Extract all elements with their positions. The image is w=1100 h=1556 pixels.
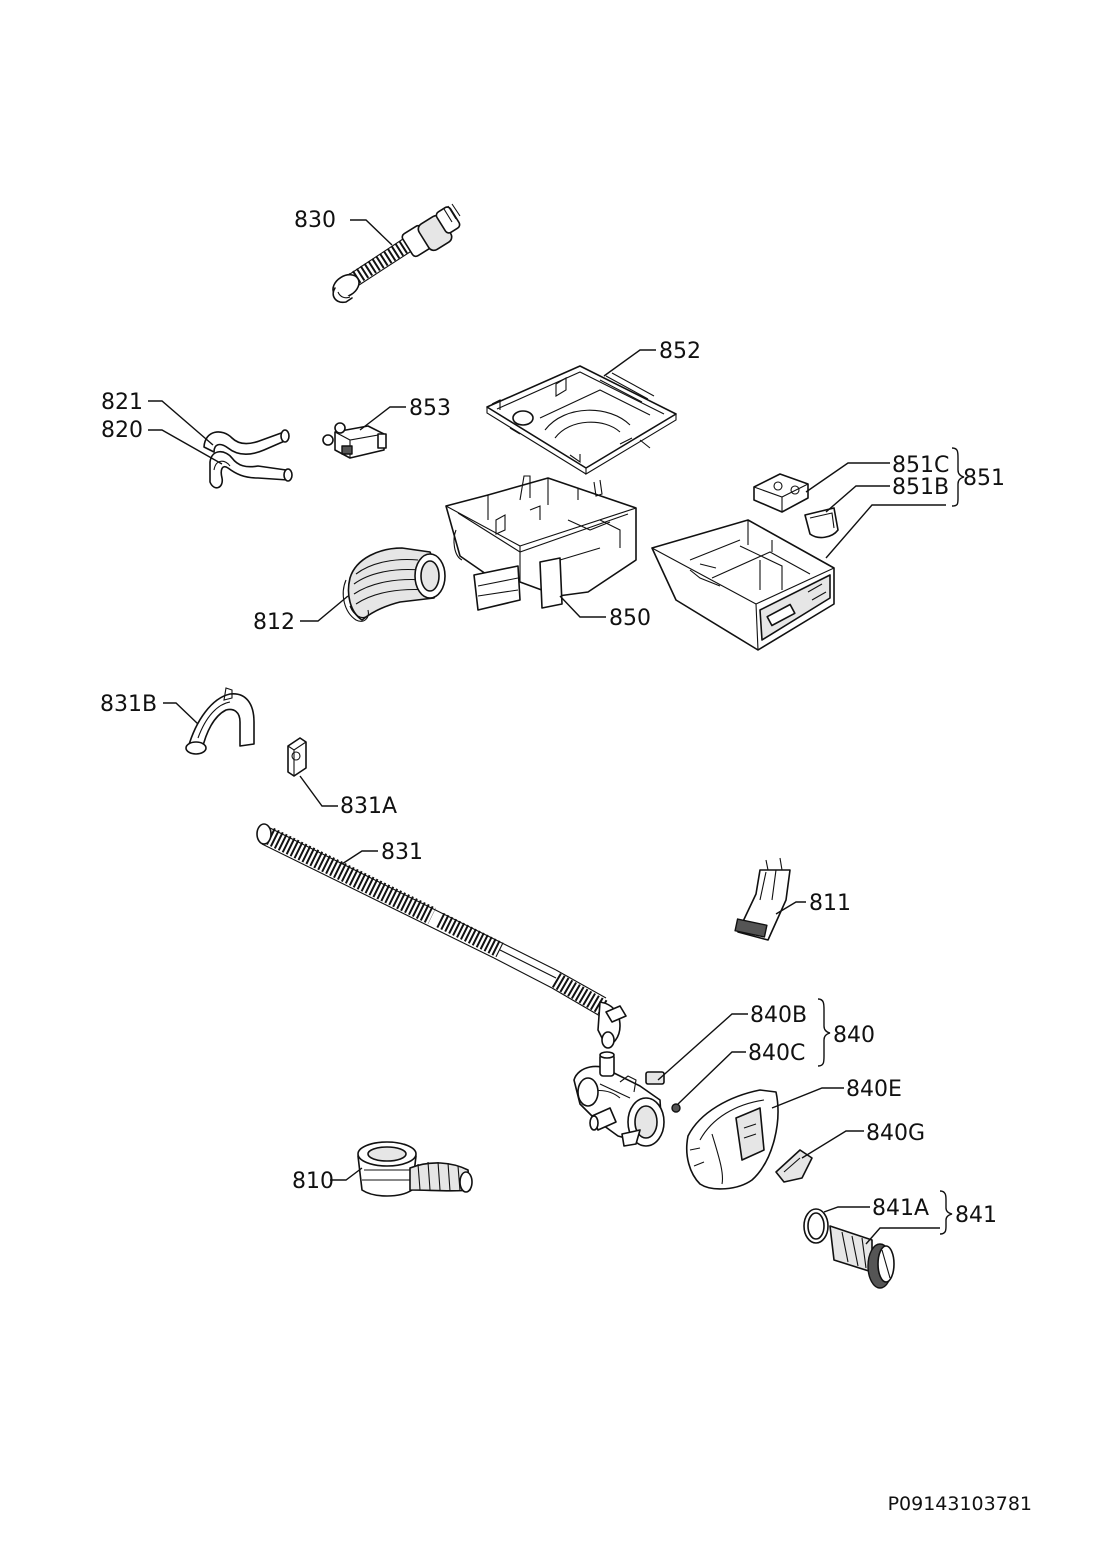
label-851b: 851B	[892, 475, 949, 500]
part-841a-gasket	[803, 1208, 829, 1244]
label-841: 841	[955, 1203, 997, 1228]
part-853-valve	[322, 422, 387, 459]
part-840b-seal	[645, 1071, 665, 1085]
part-831a-clip	[287, 737, 307, 777]
label-811: 811	[809, 891, 851, 916]
part-831-drain-hose	[256, 823, 627, 1049]
label-830: 830	[294, 208, 336, 233]
part-841-drain-filter	[829, 1225, 895, 1289]
part-851c-cap	[753, 473, 809, 513]
label-840c: 840C	[748, 1041, 805, 1066]
label-841a: 841A	[872, 1196, 929, 1221]
part-831b-hose-guide	[185, 687, 255, 755]
label-820: 820	[101, 418, 143, 443]
label-810: 810	[292, 1169, 334, 1194]
label-831: 831	[381, 840, 423, 865]
document-code: P09143103781	[888, 1493, 1032, 1515]
part-840e-pump-cover	[685, 1089, 779, 1190]
part-840c-nut	[671, 1103, 681, 1113]
label-852: 852	[659, 339, 701, 364]
leader-lines	[148, 219, 946, 1245]
part-821-820-hoses	[203, 429, 293, 489]
label-840b: 840B	[750, 1003, 807, 1028]
label-840e: 840E	[846, 1077, 902, 1102]
label-821: 821	[101, 390, 143, 415]
part-labels: 830 852 821 820 853 851C 851B 851 812 85…	[100, 208, 1005, 1228]
label-812: 812	[253, 610, 295, 635]
part-810-sump-hose	[357, 1141, 473, 1197]
part-812-bellows-hose	[342, 547, 446, 622]
group-braces	[817, 447, 965, 1235]
part-850-dispenser-housing	[445, 475, 637, 611]
part-851b-siphon	[804, 507, 839, 539]
part-840-pump-assembly	[573, 1051, 665, 1147]
label-853: 853	[409, 396, 451, 421]
label-850: 850	[609, 606, 651, 631]
label-840g: 840G	[866, 1121, 925, 1146]
part-830-inlet-hose	[332, 203, 461, 304]
label-851c: 851C	[892, 453, 949, 478]
label-840: 840	[833, 1023, 875, 1048]
label-831b: 831B	[100, 692, 157, 717]
label-831a: 831A	[340, 794, 397, 819]
part-811-hose-fitting	[734, 857, 791, 941]
part-852-dispenser-cover	[486, 365, 677, 475]
part-851-detergent-drawer	[651, 519, 835, 651]
label-851: 851	[963, 466, 1005, 491]
